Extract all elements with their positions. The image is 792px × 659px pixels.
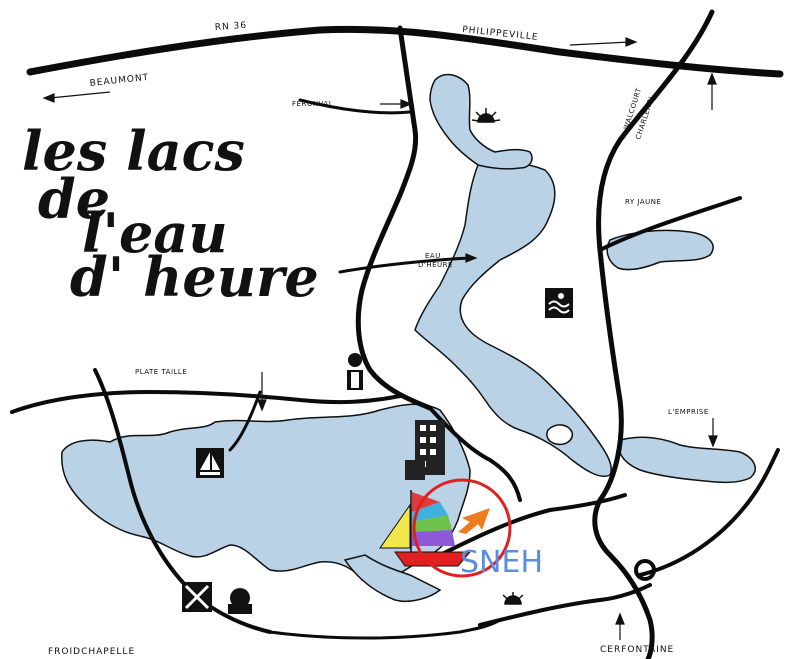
road-froidchapelle [93, 368, 272, 634]
road-walcourt [592, 9, 715, 659]
sun-icon [471, 108, 501, 123]
lake-island [546, 424, 574, 446]
road-inner-west [338, 256, 472, 274]
sun-icon-south [502, 592, 524, 605]
lake-eau-dheure [414, 161, 612, 477]
lake-emprise [618, 436, 756, 484]
road-northwest-loop [298, 98, 412, 115]
lakes [61, 73, 756, 602]
roads [10, 9, 784, 659]
label-eau: EAU [425, 252, 441, 260]
windsurf-icon[interactable] [182, 582, 212, 612]
roundabout [634, 559, 656, 581]
label-plate-taille: PLATE TAILLE [135, 368, 187, 376]
info-icon[interactable] [347, 353, 363, 390]
title-line1: les lacs [22, 119, 245, 183]
lake-north [429, 73, 533, 170]
picnic-icon[interactable] [228, 588, 252, 614]
sailing-icon[interactable] [196, 448, 224, 478]
label-rn36: RN 36 [215, 21, 248, 33]
title-line3: l'eau [82, 201, 228, 265]
road-dam [428, 406, 522, 502]
road-bottom-west [268, 618, 502, 640]
road-south [428, 493, 627, 562]
road-rn36 [26, 25, 784, 78]
map-title: les lacs de l'eau d' heure [22, 119, 319, 309]
label-sneh: SNEH [460, 545, 543, 580]
lake-ry-jaune [606, 229, 714, 271]
label-feronval: FERONVAL [292, 100, 333, 108]
direction-arrows [42, 37, 718, 640]
sneh-boat-icon[interactable] [379, 490, 472, 567]
location-marker [412, 478, 512, 578]
dam-buildings [405, 420, 445, 480]
road-ry-jaune [598, 196, 742, 252]
orange-arrow-icon [458, 508, 490, 534]
label-beaumont: BEAUMONT [89, 73, 149, 89]
road-plate-taille [10, 390, 402, 414]
title-line2: de [38, 167, 110, 231]
road-cerfontaine [478, 583, 652, 627]
label-ry-jaune: RY JAUNE [625, 198, 661, 206]
label-lemprise: L'EMPRISE [668, 408, 709, 416]
road-east [638, 448, 780, 577]
label-froidchapelle: FROIDCHAPELLE [48, 647, 135, 657]
label-dheure: D'HEURE [418, 261, 453, 269]
lake-south-arm [343, 554, 442, 602]
road-feronval [355, 25, 433, 411]
swimming-icon[interactable] [545, 288, 573, 318]
label-cerfontaine: CERFONTAINE [600, 645, 674, 655]
title-line4: d' heure [70, 245, 319, 309]
